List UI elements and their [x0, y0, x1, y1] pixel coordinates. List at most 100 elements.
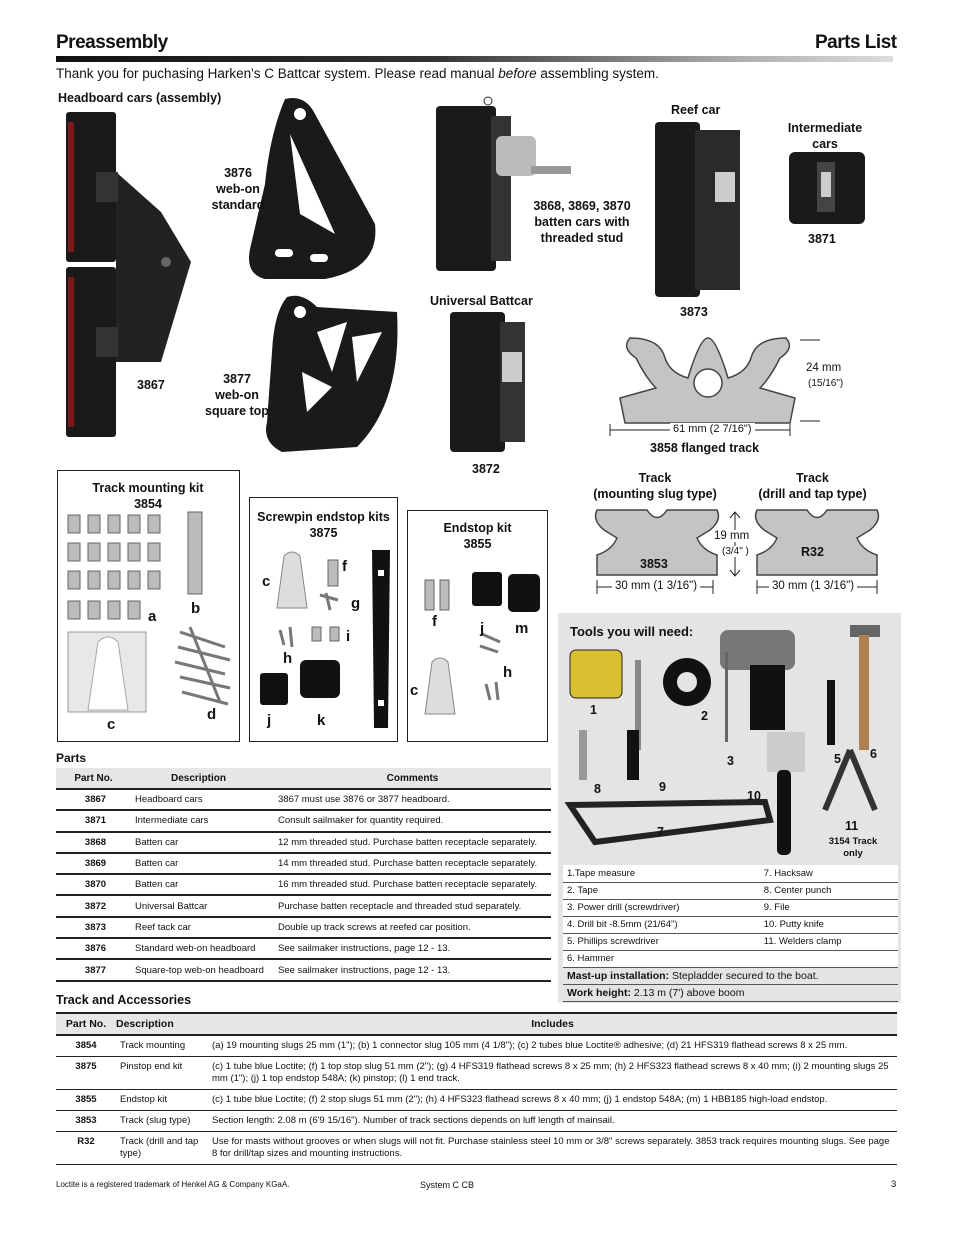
label-3872: 3872	[472, 462, 500, 476]
includes-cell: Use for masts without grooves or when sl…	[208, 1131, 897, 1165]
description-cell: Track (slug type)	[116, 1110, 208, 1132]
kit-3875-box	[249, 497, 398, 742]
tool-num-7: 7	[657, 825, 664, 839]
includes-cell: (c) 1 tube blue Loctite; (f) 2 stop slug…	[208, 1089, 897, 1111]
connector-slug-illustration	[187, 511, 203, 595]
part-no-cell: 3876	[56, 938, 131, 961]
kit-3855-letter-m: m	[515, 620, 529, 637]
description-cell: Batten car	[131, 831, 274, 854]
comments-cell: 14 mm threaded stud. Purchase batten rec…	[274, 852, 551, 876]
kit-3875-letter-h: h	[283, 650, 293, 667]
description-cell: Batten car	[131, 852, 274, 876]
kit-3875-letter-g: g	[351, 595, 361, 612]
slug-track-profile	[594, 509, 720, 576]
universal-battcar-illustration	[450, 312, 525, 452]
reef-car-illustration	[655, 122, 740, 297]
label-3871: 3871	[808, 232, 836, 246]
tool-num-8: 8	[594, 782, 601, 796]
part-no-cell: 3867	[56, 789, 131, 812]
intermediate-car-illustration	[789, 152, 865, 224]
part-no-cell: 3855	[56, 1089, 116, 1111]
page-title-left: Preassembly	[56, 32, 168, 53]
track-height-dim	[800, 339, 820, 422]
description-cell: Reef tack car	[131, 916, 274, 940]
footer-trademark: Loctite is a registered trademark of Hen…	[56, 1180, 290, 1189]
tool-num-4: 4	[752, 673, 759, 687]
kit-3875-letter-c: c	[262, 573, 271, 590]
comments-cell: Double up track screws at reefed car pos…	[274, 916, 551, 940]
headboard-car-illustration	[66, 112, 191, 437]
kit-3855-letter-h: h	[503, 664, 513, 681]
tool-num-3: 3	[727, 754, 734, 768]
description-cell: Headboard cars	[131, 789, 274, 812]
kit-3875-letter-f: f	[342, 558, 347, 575]
label-reef-car: Reef car	[671, 103, 721, 117]
headboard-title: Headboard cars (assembly)	[58, 91, 222, 105]
label-3853: 3853	[640, 557, 668, 571]
label-3858: 3858 flanged track	[650, 441, 760, 455]
label-3867: 3867	[137, 378, 165, 392]
track-height-in: (15/16")	[808, 378, 844, 389]
drill-track-profile	[754, 509, 880, 576]
includes-cell: Section length: 2.08 m (6'9 15/16"). Num…	[208, 1110, 897, 1132]
drill-width: 30 mm (1 3/16")	[769, 580, 858, 592]
kit-3854-letter-c: c	[107, 716, 116, 733]
kit-3855-letter-c: c	[410, 682, 419, 699]
kit-3875-letter-l: l	[379, 714, 384, 731]
flathead-screws-illustration	[174, 626, 231, 706]
description-cell: Square-top web-on headboard	[131, 959, 274, 982]
part-no-cell: 3875	[56, 1056, 116, 1090]
label-track-slug: Track(mounting slug type)	[593, 471, 717, 501]
label-r32: R32	[801, 545, 824, 559]
description-cell: Standard web-on headboard	[131, 938, 274, 961]
kit-3855-letter-f: f	[432, 613, 437, 630]
track-width: 61 mm (2 7/16")	[670, 423, 755, 435]
headboard-3877-illustration	[266, 295, 398, 452]
part-no-cell: 3853	[56, 1110, 116, 1132]
description-cell: Track (drill and tap type)	[116, 1131, 208, 1165]
tool-num-10: 10	[747, 789, 761, 803]
part-no-cell: 3873	[56, 916, 131, 940]
footer-center: System C CB	[420, 1180, 475, 1190]
slug-width: 30 mm (1 3/16")	[612, 580, 701, 592]
intro-text: Thank you for puchasing Harken's C Battc…	[56, 66, 659, 81]
tool-illustrations	[564, 625, 880, 855]
slug-height-in: (3/4" )	[722, 546, 749, 557]
part-no-cell: 3877	[56, 959, 131, 982]
slug-height-mm: 19 mm	[714, 530, 750, 542]
part-no-cell: 3854	[56, 1035, 116, 1057]
kit-3854-letter-a: a	[148, 608, 157, 625]
tool-num-11: 11	[845, 819, 859, 833]
tool-num-9: 9	[659, 780, 666, 794]
parts-title: Parts	[56, 751, 87, 765]
tool-num-5: 5	[834, 752, 841, 766]
description-cell: Batten car	[131, 874, 274, 897]
label-universal: Universal Battcar	[430, 294, 533, 308]
kit-3855-box	[407, 510, 548, 742]
comments-cell: 3867 must use 3876 or 3877 headboard.	[274, 789, 551, 812]
kit-3854-letter-b: b	[191, 600, 201, 617]
end-track-illustration	[372, 550, 390, 728]
label-track-drill: Track(drill and tap type)	[758, 471, 867, 501]
includes-cell: (a) 19 mounting slugs 25 mm (1"); (b) 1 …	[208, 1035, 897, 1057]
tools-title: Tools you will need:	[570, 624, 694, 639]
kit-3875-parts-illustration	[260, 559, 340, 705]
header-rule	[56, 56, 893, 62]
comments-cell: Purchase batten receptacle and threaded …	[274, 895, 551, 918]
mounting-slugs-illustration	[67, 514, 161, 620]
